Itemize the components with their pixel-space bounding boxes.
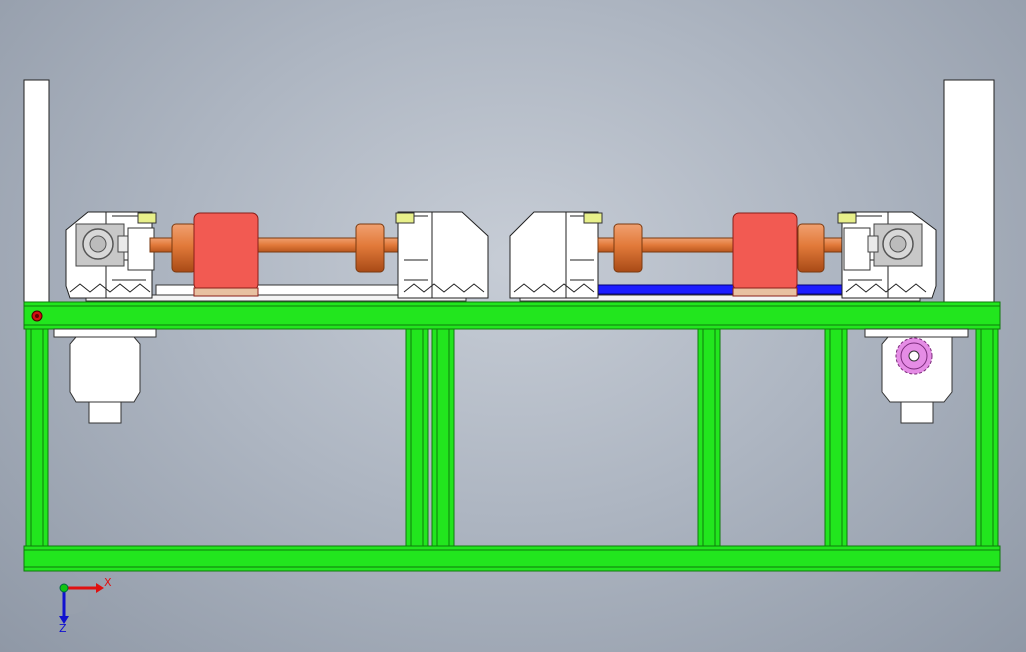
center-right-housing [509, 211, 599, 299]
center-left-housing [397, 211, 489, 299]
left-pulley-icon [75, 223, 129, 267]
right-roller-2 [797, 223, 825, 273]
right-pulley-icon [867, 223, 923, 267]
left-gear-motor [53, 328, 157, 424]
frame-leg-5 [824, 328, 848, 547]
left-base-plate [155, 284, 400, 296]
z-axis-label: Z [59, 622, 67, 635]
conveyor-belt [597, 284, 843, 295]
frame-leg-3 [431, 328, 455, 547]
axis-triad: X Z [59, 576, 112, 635]
left-red-block [193, 212, 259, 291]
green-frame [23, 301, 1001, 572]
sprocket-icon [895, 337, 933, 375]
frame-leg-6 [975, 328, 999, 547]
left-post [23, 79, 50, 303]
right-post [943, 79, 995, 303]
frame-leg-2 [405, 328, 429, 547]
left-roller-2 [355, 223, 385, 273]
left-roller-1 [171, 223, 197, 273]
frame-leg-1 [25, 328, 49, 547]
frame-leg-4 [697, 328, 721, 547]
y-axis-dot [59, 583, 69, 593]
x-axis-label: X [104, 576, 112, 589]
right-red-block [732, 212, 798, 291]
right-roller-1 [613, 223, 643, 273]
